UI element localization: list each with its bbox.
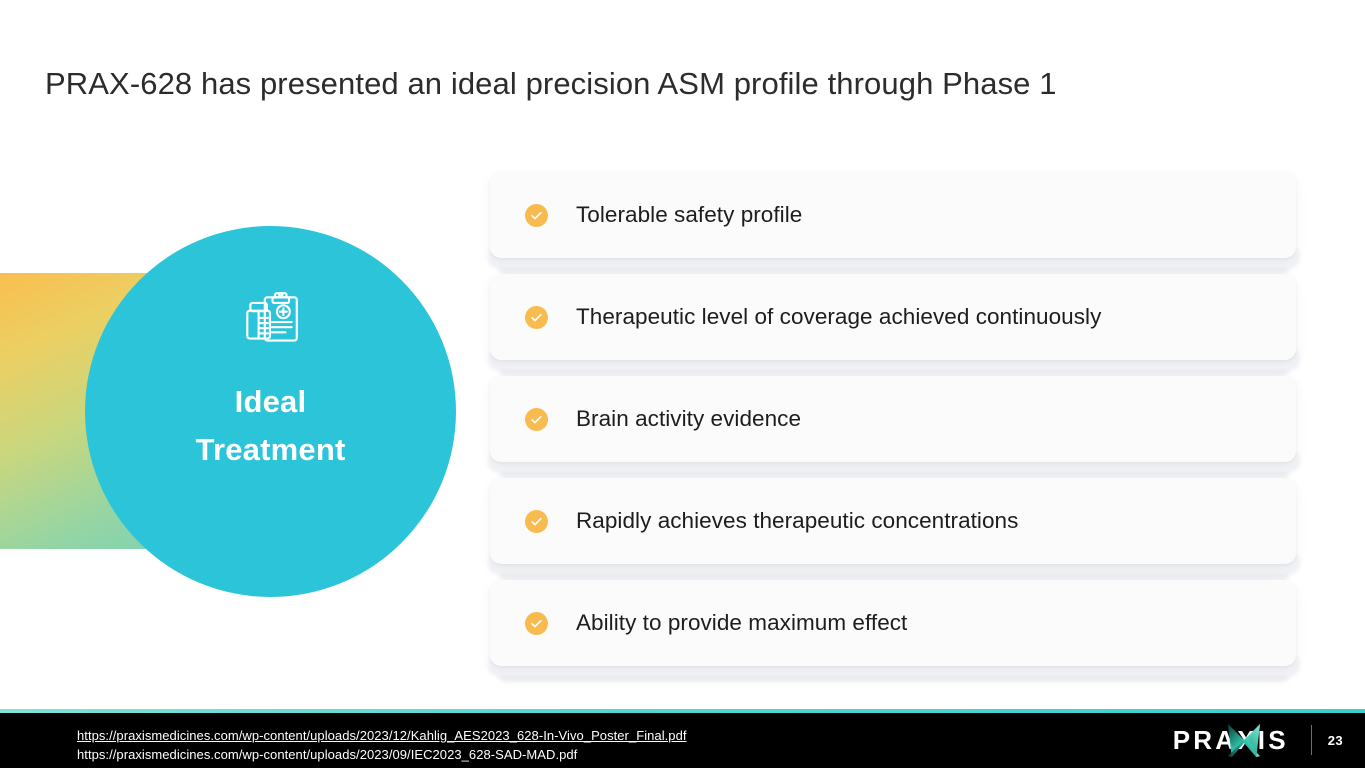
list-item: Brain activity evidence: [486, 370, 1302, 478]
page-number: 23: [1327, 732, 1343, 748]
footer-link-poster[interactable]: https://praxismedicines.com/wp-content/u…: [77, 728, 687, 743]
logo-divider: [1310, 725, 1312, 755]
check-circle-icon: [525, 203, 548, 227]
footer-bar: [0, 713, 1365, 768]
list-item: Ability to provide maximum effect: [486, 574, 1302, 682]
footer-link-sad-mad[interactable]: https://praxismedicines.com/wp-content/u…: [77, 747, 578, 762]
checklist-card-label: Therapeutic level of coverage achieved c…: [576, 304, 1102, 329]
praxis-wordmark: PRAXIS: [1173, 722, 1305, 758]
checklist-card-label: Ability to provide maximum effect: [576, 610, 908, 635]
ideal-treatment-label-line2: Treatment: [195, 432, 346, 468]
checklist-card-label: Brain activity evidence: [576, 406, 802, 431]
checklist-card-label: Tolerable safety profile: [576, 202, 803, 227]
footer-accent-line: [0, 709, 1365, 713]
ideal-treatment-label: Ideal Treatment: [196, 378, 346, 474]
checklist-card[interactable]: Rapidly achieves therapeutic concentrati…: [490, 478, 1296, 564]
check-circle-icon: [525, 305, 548, 329]
ideal-treatment-label-line1: Ideal: [234, 384, 307, 419]
checklist-card[interactable]: Therapeutic level of coverage achieved c…: [490, 274, 1296, 360]
list-item: Therapeutic level of coverage achieved c…: [486, 268, 1302, 376]
ideal-treatment-circle: Ideal Treatment: [85, 226, 456, 597]
check-circle-icon: [525, 509, 548, 533]
check-circle-icon: [525, 407, 548, 431]
list-item: Rapidly achieves therapeutic concentrati…: [486, 472, 1302, 580]
x-mark-icon: [1225, 722, 1263, 758]
checklist: Tolerable safety profile Therapeutic lev…: [486, 166, 1302, 682]
list-item: Tolerable safety profile: [486, 166, 1302, 274]
checklist-card-label: Rapidly achieves therapeutic concentrati…: [576, 508, 1019, 533]
checklist-card[interactable]: Brain activity evidence: [490, 376, 1296, 462]
footer-links: https://praxismedicines.com/wp-content/u…: [77, 726, 687, 764]
checklist-card[interactable]: Ability to provide maximum effect: [490, 580, 1296, 666]
page-title: PRAX-628 has presented an ideal precisio…: [45, 66, 1057, 101]
praxis-logo: PRAXIS: [1173, 722, 1343, 758]
check-circle-icon: [525, 611, 548, 635]
clipboard-medical-icon: [238, 288, 304, 354]
checklist-card[interactable]: Tolerable safety profile: [490, 172, 1296, 258]
